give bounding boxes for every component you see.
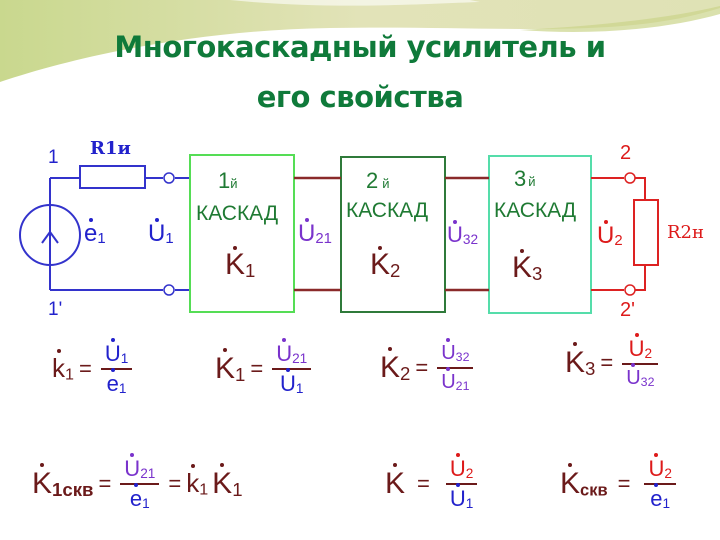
input-voltage-label: U1 <box>148 218 174 248</box>
source-arrow-icon <box>41 230 59 244</box>
stage-1-gain: K1 <box>225 246 256 281</box>
load-resistor-icon <box>633 199 659 266</box>
interstage-voltage-32: U32 <box>447 220 479 248</box>
formula-K3-stage-gain: K3 = U2 U32 <box>565 332 662 392</box>
interstage-voltage-21: U21 <box>298 218 332 248</box>
formula-K-through-gain: Kскв = U2 e1 <box>560 452 680 513</box>
stage-3-box <box>488 155 592 314</box>
formula-K1-through-gain: K1скв = U21 e1 = k1 K1 <box>32 452 243 512</box>
terminal-1-label: 1 <box>48 147 59 168</box>
amplifier-circuit-diagram <box>19 154 659 314</box>
stage-3-gain: K3 <box>512 249 543 284</box>
formula-K-total-gain: K = U2 U1 <box>385 452 481 513</box>
source-emf-label: e1 <box>84 218 106 248</box>
stage-1-name: КАСКАД <box>196 202 279 225</box>
formula-k1-input-coefficient: k1 = U1 e1 <box>52 337 136 398</box>
source-resistor-label: R1и <box>90 138 131 159</box>
formula-K2-stage-gain: K2 = U32 U21 <box>380 338 477 395</box>
stage-1-box <box>189 154 295 313</box>
stage-1-number: 1й <box>218 168 238 193</box>
terminal-2prime-label: 2' <box>620 299 635 321</box>
output-voltage-label: U2 <box>597 220 623 250</box>
input-terminal-bottom <box>163 284 175 296</box>
source-resistor-icon <box>79 165 146 189</box>
output-wiring <box>591 177 646 291</box>
interstage-wiring <box>294 176 489 292</box>
output-terminal-bottom <box>624 284 636 296</box>
slide-title-line1: Многокаскадный усилитель и <box>114 30 606 64</box>
input-terminal-top <box>163 172 175 184</box>
terminal-2-label: 2 <box>620 142 632 164</box>
stage-2-box <box>340 156 446 313</box>
stage-3-name: КАСКАД <box>494 199 577 222</box>
slide-title-line2: его свойства <box>256 80 464 114</box>
terminal-1prime-label: 1' <box>48 299 63 320</box>
source-wiring <box>49 177 190 291</box>
load-resistor-label: R2н <box>667 222 705 243</box>
formula-K1-stage-gain: K1 = U21 U1 <box>215 337 315 398</box>
stage-2-gain: K2 <box>370 246 401 281</box>
stage-2-name: КАСКАД <box>346 199 429 222</box>
output-terminal-top <box>624 172 636 184</box>
voltage-source-icon <box>19 204 81 266</box>
